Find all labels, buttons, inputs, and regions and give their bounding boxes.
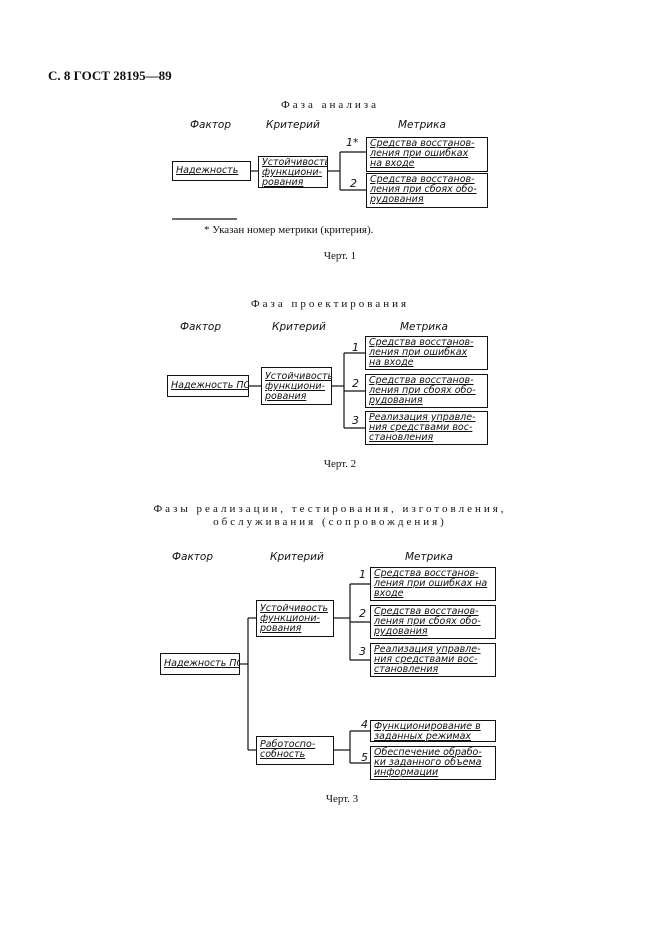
fig2-phase-title: Фаза проектирования	[250, 298, 410, 310]
fig1-factor-label: Надежность	[176, 165, 239, 176]
fig3-criterion-line: рования	[260, 623, 302, 634]
fig1-criterion-line: рования	[262, 177, 304, 188]
fig2-metric-line: Средства восстанов-	[369, 375, 474, 386]
fig2-metric-line: Реализация управле-	[369, 412, 476, 423]
fig2-criterion-box: Устойчивость функциони- рования	[261, 367, 332, 405]
fig2-metric-line: на входе	[369, 357, 414, 368]
fig1-metric-line: Средства восстанов-	[370, 174, 475, 185]
fig2-metric-box: Реализация управле- ния средствами вос- …	[365, 411, 488, 445]
fig3-metric-line: Реализация управле-	[374, 644, 481, 655]
fig3-metric-number: 1	[359, 568, 366, 581]
fig3-metric-line: входе	[374, 588, 404, 599]
fig1-col-criterion: Критерий	[266, 119, 320, 131]
fig2-col-metric: Метрика	[400, 321, 448, 333]
fig3-metric-box: Реализация управле- ния средствами вос- …	[370, 643, 496, 677]
fig3-col-metric: Метрика	[405, 551, 453, 563]
fig2-metric-number: 2	[352, 377, 359, 390]
fig2-factor-box: Надежность ПС	[167, 375, 249, 397]
fig3-criterion-line: функциони-	[260, 613, 320, 624]
fig2-metric-line: ления при ошибках	[369, 347, 468, 358]
fig3-criterion-box: Работоспо- собность	[256, 736, 334, 765]
fig2-criterion-line: Устойчивость	[265, 371, 332, 382]
fig3-col-criterion: Критерий	[270, 551, 324, 563]
fig2-metric-box: Средства восстанов- ления при сбоях обо-…	[365, 374, 488, 408]
fig1-metric-line: ления при сбоях обо-	[370, 184, 477, 195]
fig3-criterion-line: собность	[260, 749, 306, 760]
fig3-metric-box: Обеспечение обрабо- ки заданного объема …	[370, 746, 496, 780]
fig3-metric-line: Обеспечение обрабо-	[374, 747, 482, 758]
fig2-factor-label: Надежность ПС	[171, 380, 249, 391]
fig3-metric-number: 3	[359, 645, 366, 658]
fig3-factor-box: Надежность ПС	[160, 653, 240, 675]
fig3-criterion-line: Работоспо-	[260, 739, 316, 750]
fig2-criterion-line: функциони-	[265, 381, 325, 392]
fig1-metric-box: Средства восстанов- ления при ошибках на…	[366, 137, 488, 172]
fig1-footnote: * Указан номер метрики (критерия).	[204, 224, 374, 236]
fig2-col-criterion: Критерий	[272, 321, 326, 333]
fig3-col-factor: Фактор	[172, 551, 214, 563]
fig3-metric-box: Средства восстанов- ления при сбоях обо-…	[370, 605, 496, 639]
fig1-criterion-line: Устойчивость	[262, 157, 328, 168]
fig2-criterion-line: рования	[265, 391, 307, 402]
fig1-phase-title: Фаза анализа	[281, 99, 379, 111]
fig2-col-factor: Фактор	[180, 321, 222, 333]
fig3-metric-line: ления при ошибках на	[374, 578, 488, 589]
fig2-caption: Черт. 2	[323, 458, 357, 470]
fig3-metric-line: ления при сбоях обо-	[374, 616, 481, 627]
fig1-caption: Черт. 1	[323, 250, 357, 262]
fig3-criterion-box: Устойчивость функциони- рования	[256, 600, 334, 637]
fig2-metric-line: рудования	[369, 395, 423, 406]
fig2-metric-line: ления при сбоях обо-	[369, 385, 476, 396]
fig3-metric-line: становления	[374, 664, 439, 675]
fig3-caption: Черт. 3	[325, 793, 359, 805]
fig1-criterion-box: Устойчивость функциони- рования	[258, 156, 328, 188]
fig3-metric-box: Функционирование в заданных режимах	[370, 720, 496, 742]
fig1-metric-line: Средства восстанов-	[370, 138, 475, 149]
fig3-factor-label: Надежность ПС	[164, 658, 240, 669]
fig2-metric-line: Средства восстанов-	[369, 337, 474, 348]
fig2-metric-number: 3	[352, 414, 359, 427]
fig1-metric-line: на входе	[370, 158, 415, 169]
fig3-criterion-line: Устойчивость	[260, 603, 329, 614]
fig1-metric-box: Средства восстанов- ления при сбоях обо-…	[366, 173, 488, 208]
fig2-metric-line: ния средствами вос-	[369, 422, 473, 433]
fig3-phase-title-line2: обслуживания (сопровождения)	[213, 516, 447, 528]
fig3-metric-line: заданных режимах	[374, 731, 472, 742]
fig3-metric-line: информации	[374, 767, 439, 778]
fig1-factor-box: Надежность	[172, 161, 251, 181]
fig2-metric-number: 1	[352, 341, 359, 354]
fig1-metric-number: 1*	[346, 136, 359, 149]
page-header: С. 8 ГОСТ 28195—89	[48, 68, 172, 83]
fig3-metric-box: Средства восстанов- ления при ошибках на…	[370, 567, 496, 601]
fig3-metric-line: ния средствами вос-	[374, 654, 478, 665]
fig2-metric-line: становления	[369, 432, 434, 443]
fig3-metric-number: 4	[361, 718, 368, 731]
fig3-metric-line: Средства восстанов-	[374, 606, 479, 617]
fig3-metric-number: 5	[361, 751, 368, 764]
fig1-metric-line: рудования	[370, 194, 424, 205]
fig1-metric-number: 2	[350, 177, 357, 190]
fig3-metric-line: Средства восстанов-	[374, 568, 479, 579]
fig3-metric-number: 2	[359, 607, 366, 620]
fig3-metric-line: Функционирование в	[374, 721, 481, 732]
fig3-phase-title-line1: Фазы реализации, тестирования, изготовле…	[153, 503, 507, 515]
fig1-col-metric: Метрика	[398, 119, 446, 131]
fig3-metric-line: ки заданного объема	[374, 757, 482, 768]
fig1-col-factor: Фактор	[190, 119, 232, 131]
fig1-criterion-line: функциони-	[262, 167, 322, 178]
fig2-metric-box: Средства восстанов- ления при ошибках на…	[365, 336, 488, 370]
fig3-metric-line: рудования	[374, 626, 428, 637]
fig1-metric-line: ления при ошибках	[370, 148, 469, 159]
